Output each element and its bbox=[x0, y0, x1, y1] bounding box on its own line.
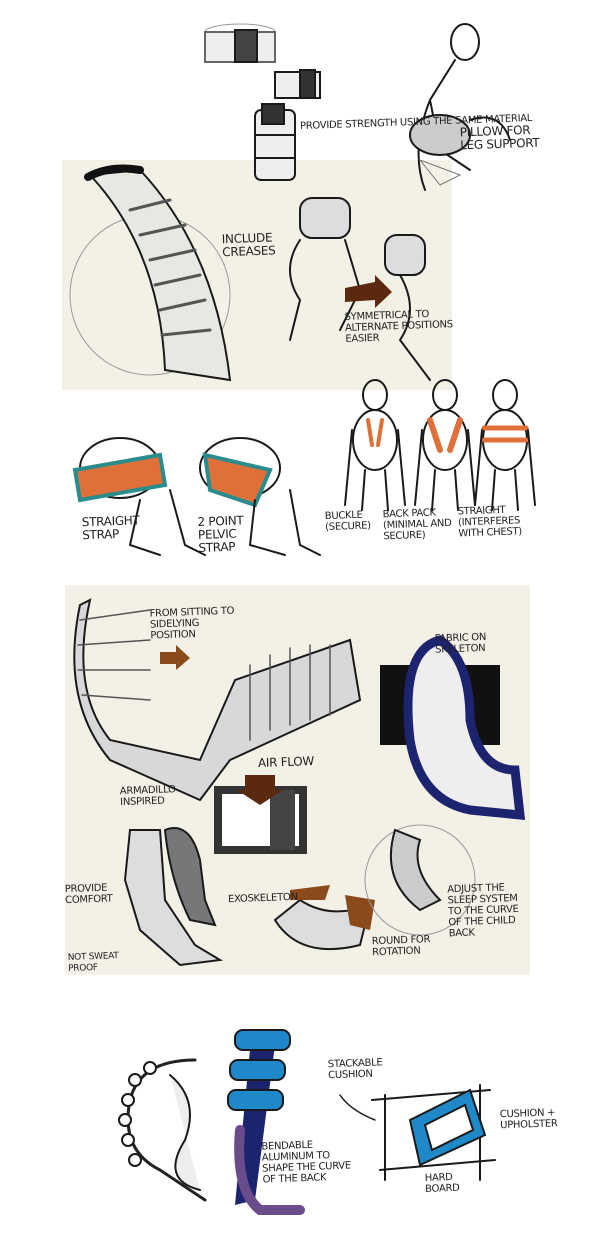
figure-with-pillow bbox=[409, 23, 511, 191]
note-armadillo: Armadillo inspired bbox=[119, 784, 176, 809]
note-fabric-skeleton: Fabric on skeleton bbox=[434, 631, 487, 656]
note-not-sweat-proof: Not sweat proof bbox=[67, 951, 119, 974]
child-on-spine-cushion bbox=[118, 1058, 207, 1202]
note-air-flow: Air flow bbox=[257, 754, 315, 770]
note-cushion-upholster: Cushion + upholster bbox=[499, 1107, 558, 1132]
cylinder-sketches bbox=[204, 23, 321, 181]
note-adjust-sleep: Adjust the sleep system to the curve of … bbox=[447, 882, 519, 940]
cushion-board-detail bbox=[339, 1084, 496, 1181]
note-bendable-aluminum: Bendable aluminum to shape the curve of … bbox=[261, 1139, 352, 1186]
armadillo-cushion bbox=[123, 827, 223, 967]
note-include-creases: Include creases bbox=[221, 230, 276, 260]
note-provide-comfort: Provide comfort bbox=[64, 882, 113, 907]
strap-figures bbox=[72, 437, 321, 556]
airflow-box bbox=[214, 775, 307, 854]
figures-symmetrical bbox=[289, 197, 431, 381]
note-round-rotation: Round for rotation bbox=[371, 934, 431, 959]
fabric-skeleton-chair bbox=[380, 635, 526, 821]
harness-figures bbox=[344, 379, 536, 511]
creased-cylinder bbox=[69, 164, 232, 382]
stackable-cushion-sketch bbox=[227, 1029, 305, 1215]
note-pillow: Pillow for leg support bbox=[459, 122, 540, 153]
note-back-pack: Back pack (minimal and secure) bbox=[382, 507, 452, 543]
note-hard-board: Hard board bbox=[424, 1171, 460, 1195]
rotation-cushion bbox=[273, 824, 476, 951]
tube-cushion bbox=[73, 598, 362, 802]
note-symmetrical: Symmetrical to alternate positions easie… bbox=[344, 308, 453, 345]
note-stackable-cushion: Stackable cushion bbox=[327, 1057, 383, 1082]
note-pelvic-strap: 2 point pelvic strap bbox=[197, 513, 244, 555]
note-straight-strap: Straight strap bbox=[81, 513, 140, 543]
note-buckle: Buckle (secure) bbox=[324, 509, 372, 534]
note-sitting-to-sidelying: From sitting to sidelying position bbox=[149, 605, 235, 642]
note-straight-chest: Straight (interferes with chest) bbox=[457, 504, 523, 540]
